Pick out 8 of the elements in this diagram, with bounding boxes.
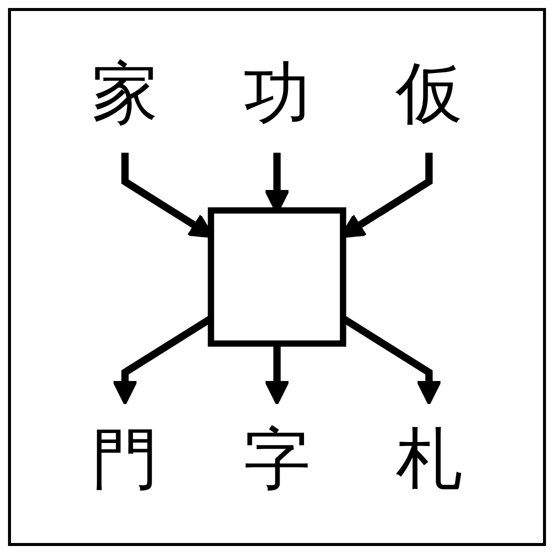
node-box [208,207,346,347]
node-text: 功 [243,56,311,131]
puzzle-frame: 家 功 仮 門 字 札 [8,8,546,546]
node-text: 札 [395,422,463,497]
node-text: 家 [91,56,159,131]
node-text: 仮 [395,56,463,131]
node-text: 門 [91,422,159,497]
node-text: 字 [243,422,311,497]
